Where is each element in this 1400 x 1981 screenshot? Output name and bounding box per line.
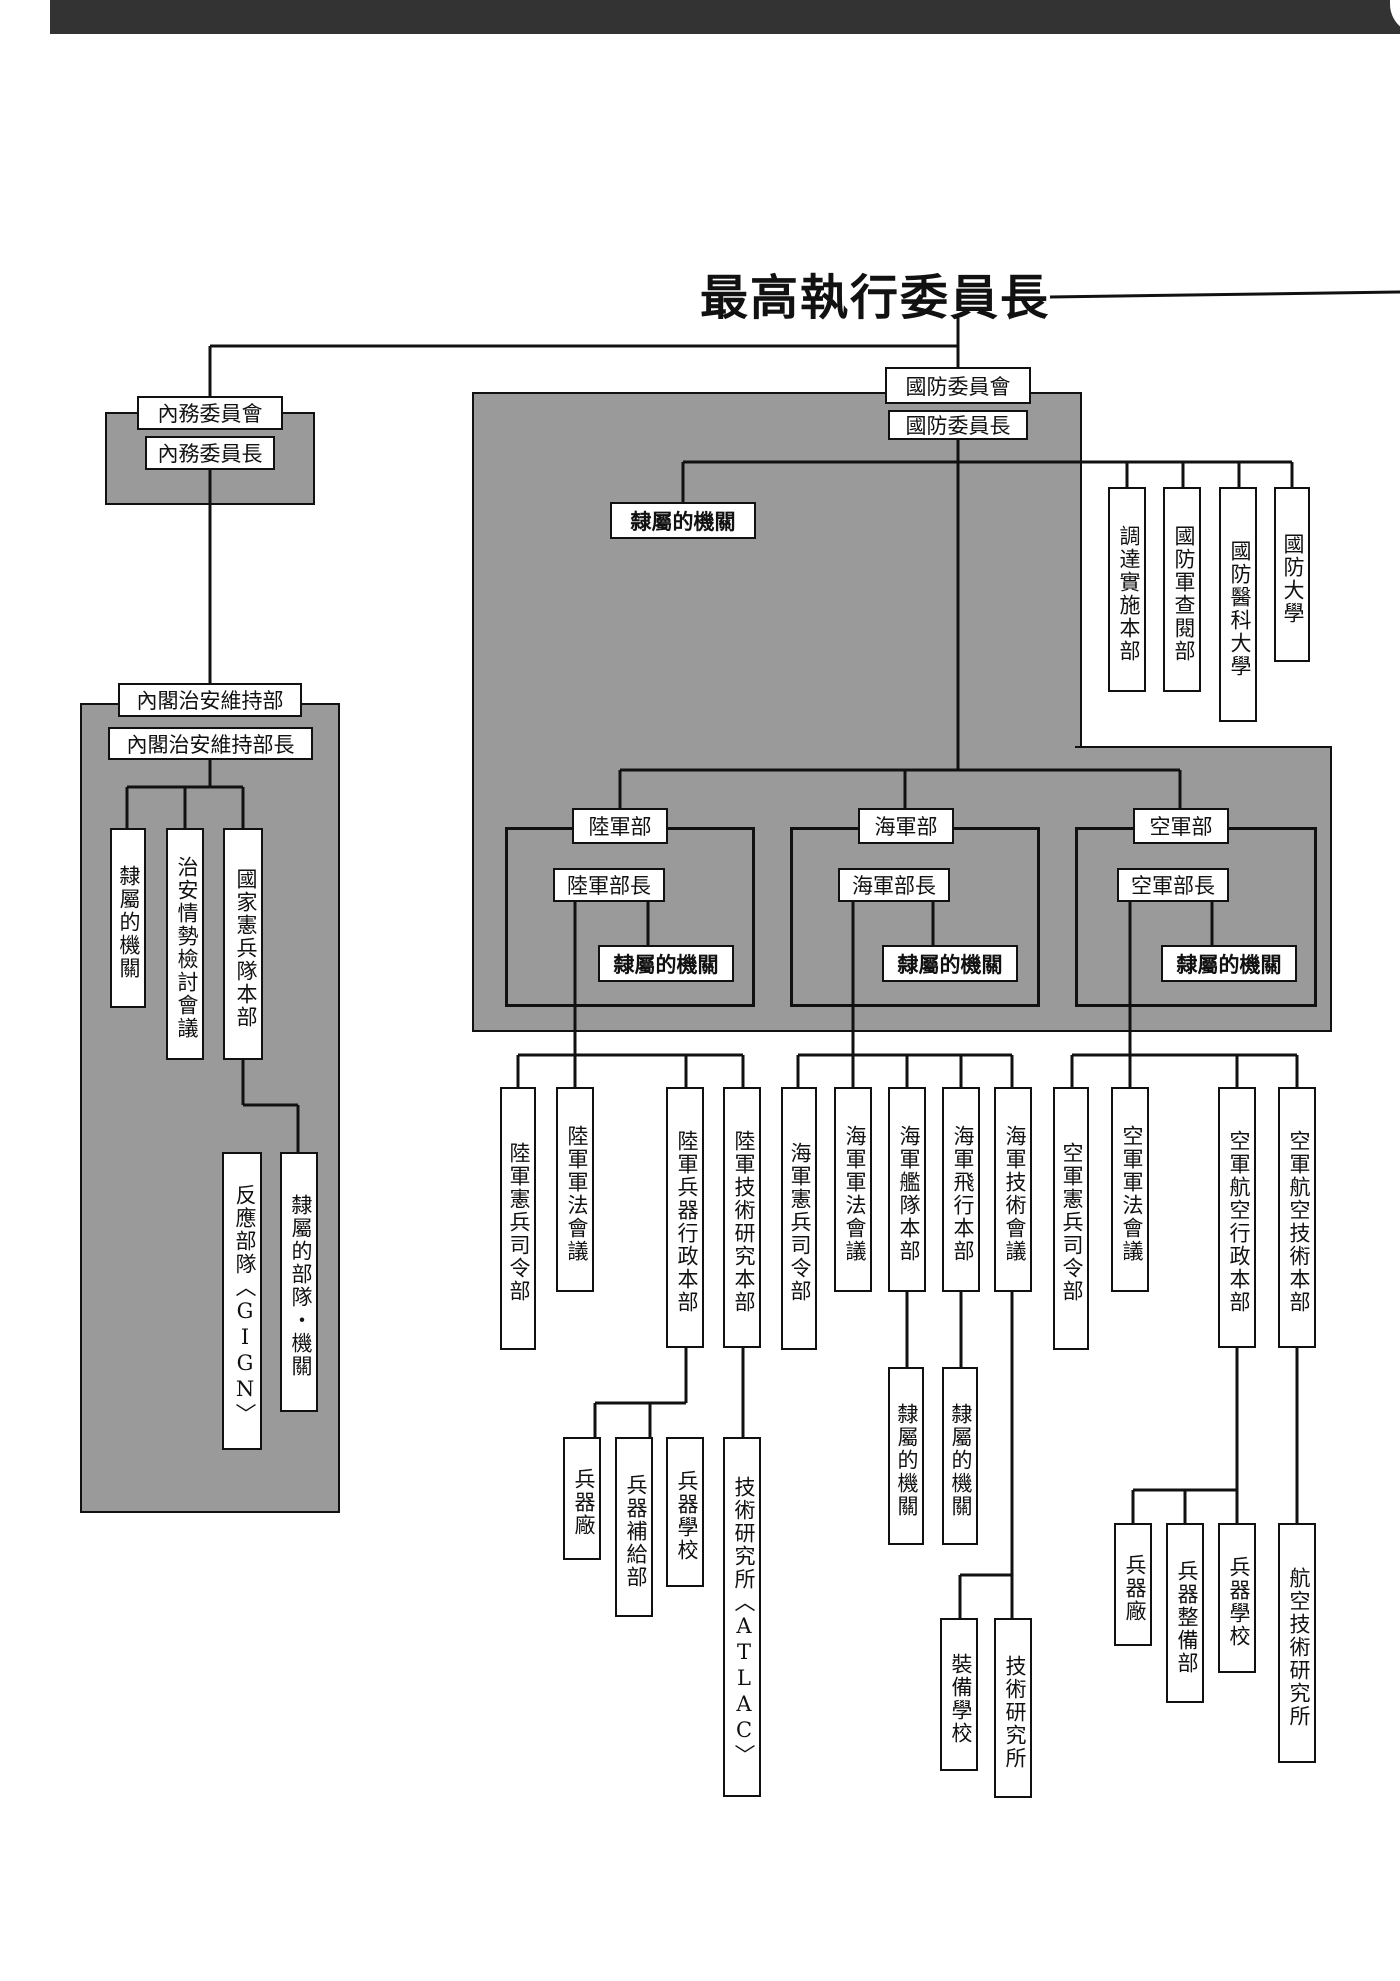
interior-chair-box: 內務委員長	[145, 436, 275, 470]
navy-department-box: 海軍部	[858, 808, 954, 844]
institution-procurement-box: 調達實施本部	[1108, 487, 1146, 692]
air-affiliated-box: 隸屬的機關	[1161, 945, 1297, 982]
army-head-box: 陸軍部長	[553, 868, 665, 902]
interior-gign-box: 反應部隊〈GIGN〉	[222, 1152, 262, 1450]
institution-inspection-box: 國防軍查閱部	[1163, 487, 1201, 692]
navy-affiliated-box: 隸屬的機關	[882, 945, 1018, 982]
interior-affiliated-units-box: 隸屬的部隊・機關	[280, 1152, 318, 1412]
air-aviation-tech-box: 空軍航空技術本部	[1278, 1087, 1316, 1348]
interior-department-box: 內閣治安維持部	[118, 683, 302, 717]
institution-medical-university-box: 國防醫科大學	[1219, 487, 1257, 722]
army-military-police-box: 陸軍憲兵司令部	[500, 1087, 536, 1350]
interior-security-council-box: 治安情勢檢討會議	[166, 828, 204, 1060]
army-atlac-box: 技術研究所〈ATLAC〉	[723, 1437, 761, 1797]
top-border-band	[50, 0, 1400, 34]
defense-chair-box: 國防委員長	[888, 410, 1028, 440]
institution-defense-university-box: 國防大學	[1274, 487, 1310, 662]
interior-gendarmerie-hq-box: 國家憲兵隊本部	[223, 828, 263, 1060]
defense-committee-box: 國防委員會	[885, 367, 1031, 404]
air-aviation-admin-box: 空軍航空行政本部	[1218, 1087, 1256, 1348]
navy-aviation-hq-box: 海軍飛行本部	[942, 1087, 980, 1292]
navy-equipment-school-box: 裝備學校	[940, 1618, 978, 1771]
defense-affiliated-box: 隸屬的機關	[610, 502, 756, 539]
army-affiliated-box: 隸屬的機關	[598, 945, 734, 982]
army-ordnance-school-box: 兵器學校	[666, 1437, 704, 1587]
army-ordnance-supply-box: 兵器補給部	[615, 1437, 653, 1617]
army-tech-research-box: 陸軍技術研究本部	[723, 1087, 761, 1348]
air-military-police-box: 空軍憲兵司令部	[1053, 1087, 1089, 1350]
air-head-box: 空軍部長	[1117, 868, 1229, 902]
navy-head-box: 海軍部長	[838, 868, 950, 902]
air-aviation-research-box: 航空技術研究所	[1278, 1523, 1316, 1763]
navy-aviation-affiliated-box: 隸屬的機關	[942, 1367, 978, 1545]
navy-fleet-hq-box: 海軍艦隊本部	[888, 1087, 926, 1292]
army-court-martial-box: 陸軍軍法會議	[556, 1087, 594, 1292]
navy-fleet-affiliated-box: 隸屬的機關	[888, 1367, 924, 1545]
navy-technical-council-box: 海軍技術會議	[994, 1087, 1032, 1292]
interior-affiliated-box: 隸屬的機關	[110, 828, 146, 1008]
navy-tech-research-box: 技術研究所	[994, 1618, 1032, 1798]
air-court-martial-box: 空軍軍法會議	[1111, 1087, 1149, 1292]
air-ordnance-school-box: 兵器學校	[1218, 1523, 1256, 1673]
navy-court-martial-box: 海軍軍法會議	[834, 1087, 872, 1292]
air-ordnance-maintenance-box: 兵器整備部	[1166, 1523, 1204, 1703]
air-arsenal-box: 兵器廠	[1114, 1523, 1152, 1646]
navy-military-police-box: 海軍憲兵司令部	[781, 1087, 817, 1350]
air-department-box: 空軍部	[1133, 808, 1229, 844]
page-title: 最高執行委員長	[700, 270, 1051, 326]
army-department-box: 陸軍部	[572, 808, 668, 844]
interior-committee-box: 內務委員會	[137, 396, 283, 430]
army-arsenal-box: 兵器廠	[563, 1437, 601, 1560]
army-ordnance-admin-box: 陸軍兵器行政本部	[666, 1087, 704, 1348]
interior-department-head-box: 內閣治安維持部長	[108, 727, 313, 760]
